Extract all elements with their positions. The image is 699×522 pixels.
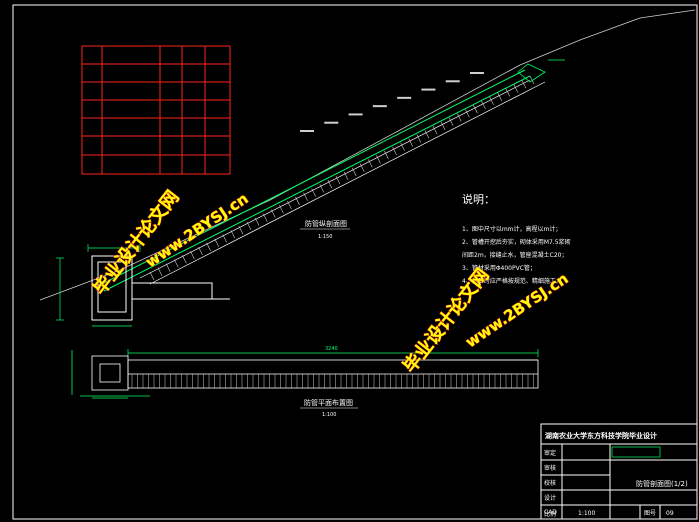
slope-pipe-supports	[149, 75, 535, 281]
plan-dim-total: 3240	[325, 346, 338, 352]
support-tick	[343, 171, 349, 181]
support-tick	[279, 205, 284, 214]
support-tick	[238, 225, 244, 235]
elev-mark	[470, 72, 484, 74]
plan-scale: 1:100	[322, 412, 336, 418]
elev-mark	[421, 88, 436, 91]
note-line: 3、管材采用Φ400PVC管；	[462, 264, 536, 272]
support-tick	[214, 238, 219, 247]
title-block	[540, 423, 698, 520]
ground-profile	[39, 9, 696, 301]
support-tick	[400, 142, 405, 151]
drawing-name: 防管剖面图(1/2)	[636, 479, 688, 488]
elev-mark	[372, 105, 387, 108]
elev-mark	[324, 121, 339, 124]
sheet-frame	[12, 4, 698, 520]
title-row-label: CAD	[544, 509, 557, 516]
support-tick	[254, 217, 260, 226]
support-tick	[489, 96, 494, 105]
support-tick	[303, 192, 308, 201]
section-scale: 1:150	[318, 234, 332, 240]
support-tick	[505, 88, 511, 97]
support-tick	[368, 159, 373, 168]
support-tick	[392, 146, 397, 156]
support-tick	[424, 130, 430, 139]
elev-mark	[397, 96, 412, 99]
support-tick	[456, 113, 462, 122]
title-row-label: 审核	[544, 464, 556, 472]
support-tick	[295, 196, 300, 206]
support-tick	[271, 209, 276, 218]
support-tick	[173, 259, 179, 268]
elev-mark	[300, 130, 314, 132]
support-tick	[384, 150, 389, 160]
support-tick	[416, 134, 422, 143]
support-tick	[529, 75, 535, 85]
support-tick	[165, 263, 171, 272]
title-block-header: 湖南农业大学东方科技学院毕业设计	[545, 431, 657, 440]
support-tick	[182, 255, 187, 264]
inlet-structure-section	[91, 255, 230, 321]
support-tick	[262, 213, 268, 222]
note-line: 1、图中尺寸以mm计，高程以m计；	[462, 225, 561, 233]
support-tick	[335, 175, 341, 185]
inlet-dims	[56, 244, 141, 327]
title-row-label: 设计	[544, 494, 556, 502]
support-tick	[521, 80, 527, 89]
support-tick	[190, 251, 195, 260]
support-tick	[230, 230, 236, 239]
section-title: 防管纵剖面图	[305, 219, 347, 228]
support-tick	[351, 167, 357, 176]
note-line: 间距2m，接缝止水，管座混凝土C20；	[462, 251, 568, 259]
notes-list: 1、图中尺寸以mm计，高程以m计； 2、管槽开挖后夯实，砌体采用M7.5浆砌间距2…	[462, 225, 571, 285]
support-tick	[157, 267, 163, 276]
support-tick	[319, 184, 325, 193]
support-tick	[311, 188, 316, 197]
top-end-detail	[517, 59, 565, 83]
sheet-value: 09	[666, 510, 674, 517]
plan-pipe	[127, 359, 539, 389]
red-material-table	[81, 45, 231, 175]
plan-well	[71, 350, 150, 399]
support-tick	[465, 109, 470, 118]
note-line: 2、管槽开挖后夯实，砌体采用M7.5浆砌	[462, 238, 571, 246]
support-tick	[327, 180, 333, 189]
support-tick	[448, 117, 454, 126]
support-tick	[287, 200, 292, 210]
support-tick	[497, 92, 502, 101]
support-tick	[513, 84, 519, 93]
support-tick	[440, 121, 446, 131]
support-tick	[432, 125, 438, 135]
support-tick	[149, 271, 155, 281]
support-tick	[473, 105, 478, 114]
plan-dims	[127, 349, 539, 361]
support-tick	[222, 234, 228, 243]
support-tick	[246, 221, 252, 231]
support-tick	[408, 138, 413, 147]
title-row-label: 校核	[544, 479, 556, 487]
slope-elevation-labels	[300, 72, 484, 132]
title-row-label: 审定	[544, 449, 556, 457]
note-line: 4、施工时应严格按规范、精细施工。	[462, 277, 562, 285]
support-tick	[376, 155, 381, 164]
scale-value: 1:100	[578, 510, 595, 517]
notes-title: 说明：	[462, 192, 495, 206]
title-row-label: 比例	[544, 510, 556, 518]
elev-mark	[445, 80, 460, 83]
title-block-green-field	[611, 446, 661, 458]
sheet-label: 图号	[644, 510, 656, 517]
plan-title: 防管平面布置图	[304, 398, 353, 407]
support-tick	[481, 100, 486, 110]
elev-mark	[348, 113, 363, 116]
support-tick	[359, 163, 365, 172]
plan-pipe-segments	[131, 374, 534, 388]
support-tick	[198, 246, 203, 256]
support-tick	[206, 242, 211, 251]
